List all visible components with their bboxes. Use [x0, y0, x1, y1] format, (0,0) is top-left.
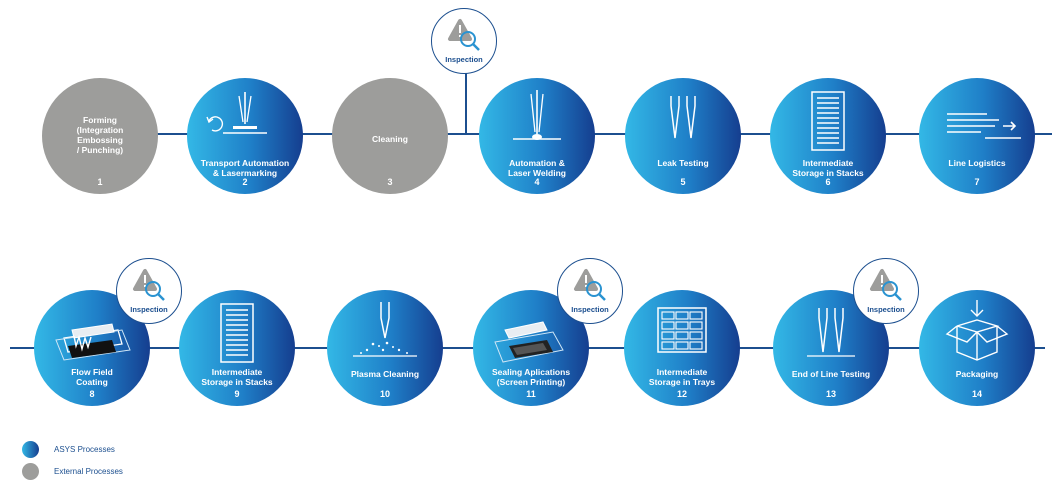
legend-external-swatch [22, 463, 39, 480]
inspection-warning-magnifier-icon [870, 269, 902, 301]
process-label: Forming (Integration Embossing / Punchin… [76, 115, 124, 155]
inspection-badge-step-13: Inspection [853, 258, 919, 324]
process-label: Intermediate Storage in Stacks [201, 367, 273, 387]
process-number: 8 [89, 389, 95, 399]
inspection-label: Inspection [130, 305, 168, 314]
process-label: Intermediate Storage in Stacks [792, 158, 864, 178]
process-number: 6 [825, 177, 831, 187]
process-label: Transport Automation & Lasermarking [200, 158, 290, 178]
process-number: 12 [676, 389, 687, 399]
inspection-badge-step-11: Inspection [557, 258, 623, 324]
process-number: 14 [971, 389, 982, 399]
stack-icon [220, 303, 254, 363]
process-step-3: Cleaning 3 [332, 78, 448, 194]
logistics-arrow-icon [947, 113, 1021, 139]
process-step-6: Intermediate Storage in Stacks 6 [770, 78, 886, 194]
process-step-12: Intermediate Storage in Trays 12 [624, 290, 740, 406]
process-step-8: Flow Field Coating 8 [34, 290, 150, 406]
process-step-9: Intermediate Storage in Stacks 9 [179, 290, 295, 406]
inspection-warning-magnifier-icon [574, 269, 606, 301]
process-label: Line Logistics [948, 158, 1006, 168]
plasma-icon [353, 302, 417, 357]
inspection-label: Inspection [445, 55, 483, 64]
process-label: Intermediate Storage in Trays [648, 367, 716, 387]
process-number: 10 [379, 389, 390, 399]
process-step-10: Plasma Cleaning 10 [327, 290, 443, 406]
legend-external-label: External Processes [54, 467, 123, 476]
coating-icon [55, 323, 131, 361]
process-label: Sealing Aplications (Screen Printing) [491, 367, 571, 387]
inspection-warning-magnifier-icon [448, 19, 480, 51]
process-number: 3 [387, 177, 393, 187]
process-step-2: Transport Automation & Lasermarking 2 [187, 78, 303, 194]
inspection-connector-4 [465, 72, 467, 134]
process-number: 13 [825, 389, 836, 399]
process-number: 11 [526, 389, 536, 399]
process-label: End of Line Testing [791, 369, 871, 379]
trays-icon [657, 307, 707, 353]
legend-asys-swatch [22, 441, 39, 458]
inspection-label: Inspection [867, 305, 905, 314]
process-step-5: Leak Testing 5 [625, 78, 741, 194]
process-label: Cleaning [372, 134, 408, 144]
process-step-7: Line Logistics 7 [919, 78, 1035, 194]
process-label: Automation & Laser Welding [508, 158, 566, 178]
process-number: 9 [234, 389, 240, 399]
inspection-label: Inspection [571, 305, 609, 314]
process-label: Leak Testing [657, 158, 709, 168]
inspection-badge-step-4: Inspection [431, 8, 497, 74]
screen-print-icon [494, 321, 564, 363]
process-step-4: Automation & Laser Welding 4 [479, 78, 595, 194]
process-number: 1 [97, 177, 103, 187]
process-number: 5 [680, 177, 686, 187]
laser-weld-icon [513, 90, 561, 140]
process-number: 2 [242, 177, 248, 187]
probe-icon [670, 96, 696, 139]
process-step-1: Forming (Integration Embossing / Punchin… [42, 78, 158, 194]
probe-icon [807, 308, 855, 357]
process-number: 4 [534, 177, 540, 187]
legend-asys-label: ASYS Processes [54, 445, 115, 454]
process-number: 7 [974, 177, 980, 187]
inspection-warning-magnifier-icon [133, 269, 165, 301]
process-step-14: Packaging 14 [919, 290, 1035, 406]
process-label: Flow Field Coating [71, 367, 113, 387]
laser-refresh-icon [206, 92, 267, 134]
stack-icon [811, 91, 845, 151]
inspection-badge-step-8: Inspection [116, 258, 182, 324]
box-icon [945, 300, 1009, 361]
process-label: Plasma Cleaning [350, 369, 420, 379]
process-label: Packaging [955, 369, 999, 379]
